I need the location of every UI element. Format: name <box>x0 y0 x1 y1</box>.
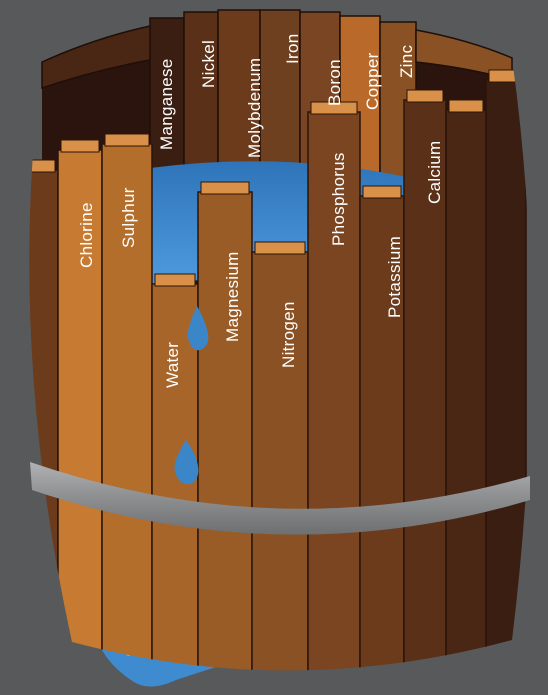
front-stave <box>20 170 58 695</box>
stave-label-front: Nitrogen <box>279 301 298 368</box>
stave-top <box>489 70 523 82</box>
stave-label-front: Potassium <box>385 236 404 318</box>
stave-label-front: Water <box>163 342 182 388</box>
stave-label-back: Nickel <box>199 40 218 88</box>
stave-top <box>105 134 149 146</box>
stave-label-back: Zinc <box>397 44 416 78</box>
stave-label-front: Sulphur <box>119 187 138 248</box>
stave-label-back: Manganese <box>157 58 176 150</box>
stave-label-back: Molybdenum <box>245 58 264 158</box>
stave-label-back: Boron <box>325 59 344 106</box>
stave-top <box>407 90 443 102</box>
stave-top <box>255 242 305 254</box>
stave-top <box>201 182 249 194</box>
stave-label-front: Magnesium <box>223 251 242 342</box>
stave-label-front: Calcium <box>425 140 444 204</box>
stave-top <box>449 100 483 112</box>
stave-label-back: Copper <box>363 52 382 110</box>
stave-top <box>363 186 401 198</box>
stave-top <box>23 160 55 172</box>
back-stave <box>184 12 218 182</box>
stave-top <box>155 274 195 286</box>
stave-top <box>61 140 99 152</box>
stave-label-back: Iron <box>283 34 302 65</box>
front-stave <box>446 110 486 695</box>
stave-label-front: Phosphorus <box>329 152 348 246</box>
stave-label-front: Chlorine <box>77 202 96 268</box>
front-stave <box>486 80 526 695</box>
